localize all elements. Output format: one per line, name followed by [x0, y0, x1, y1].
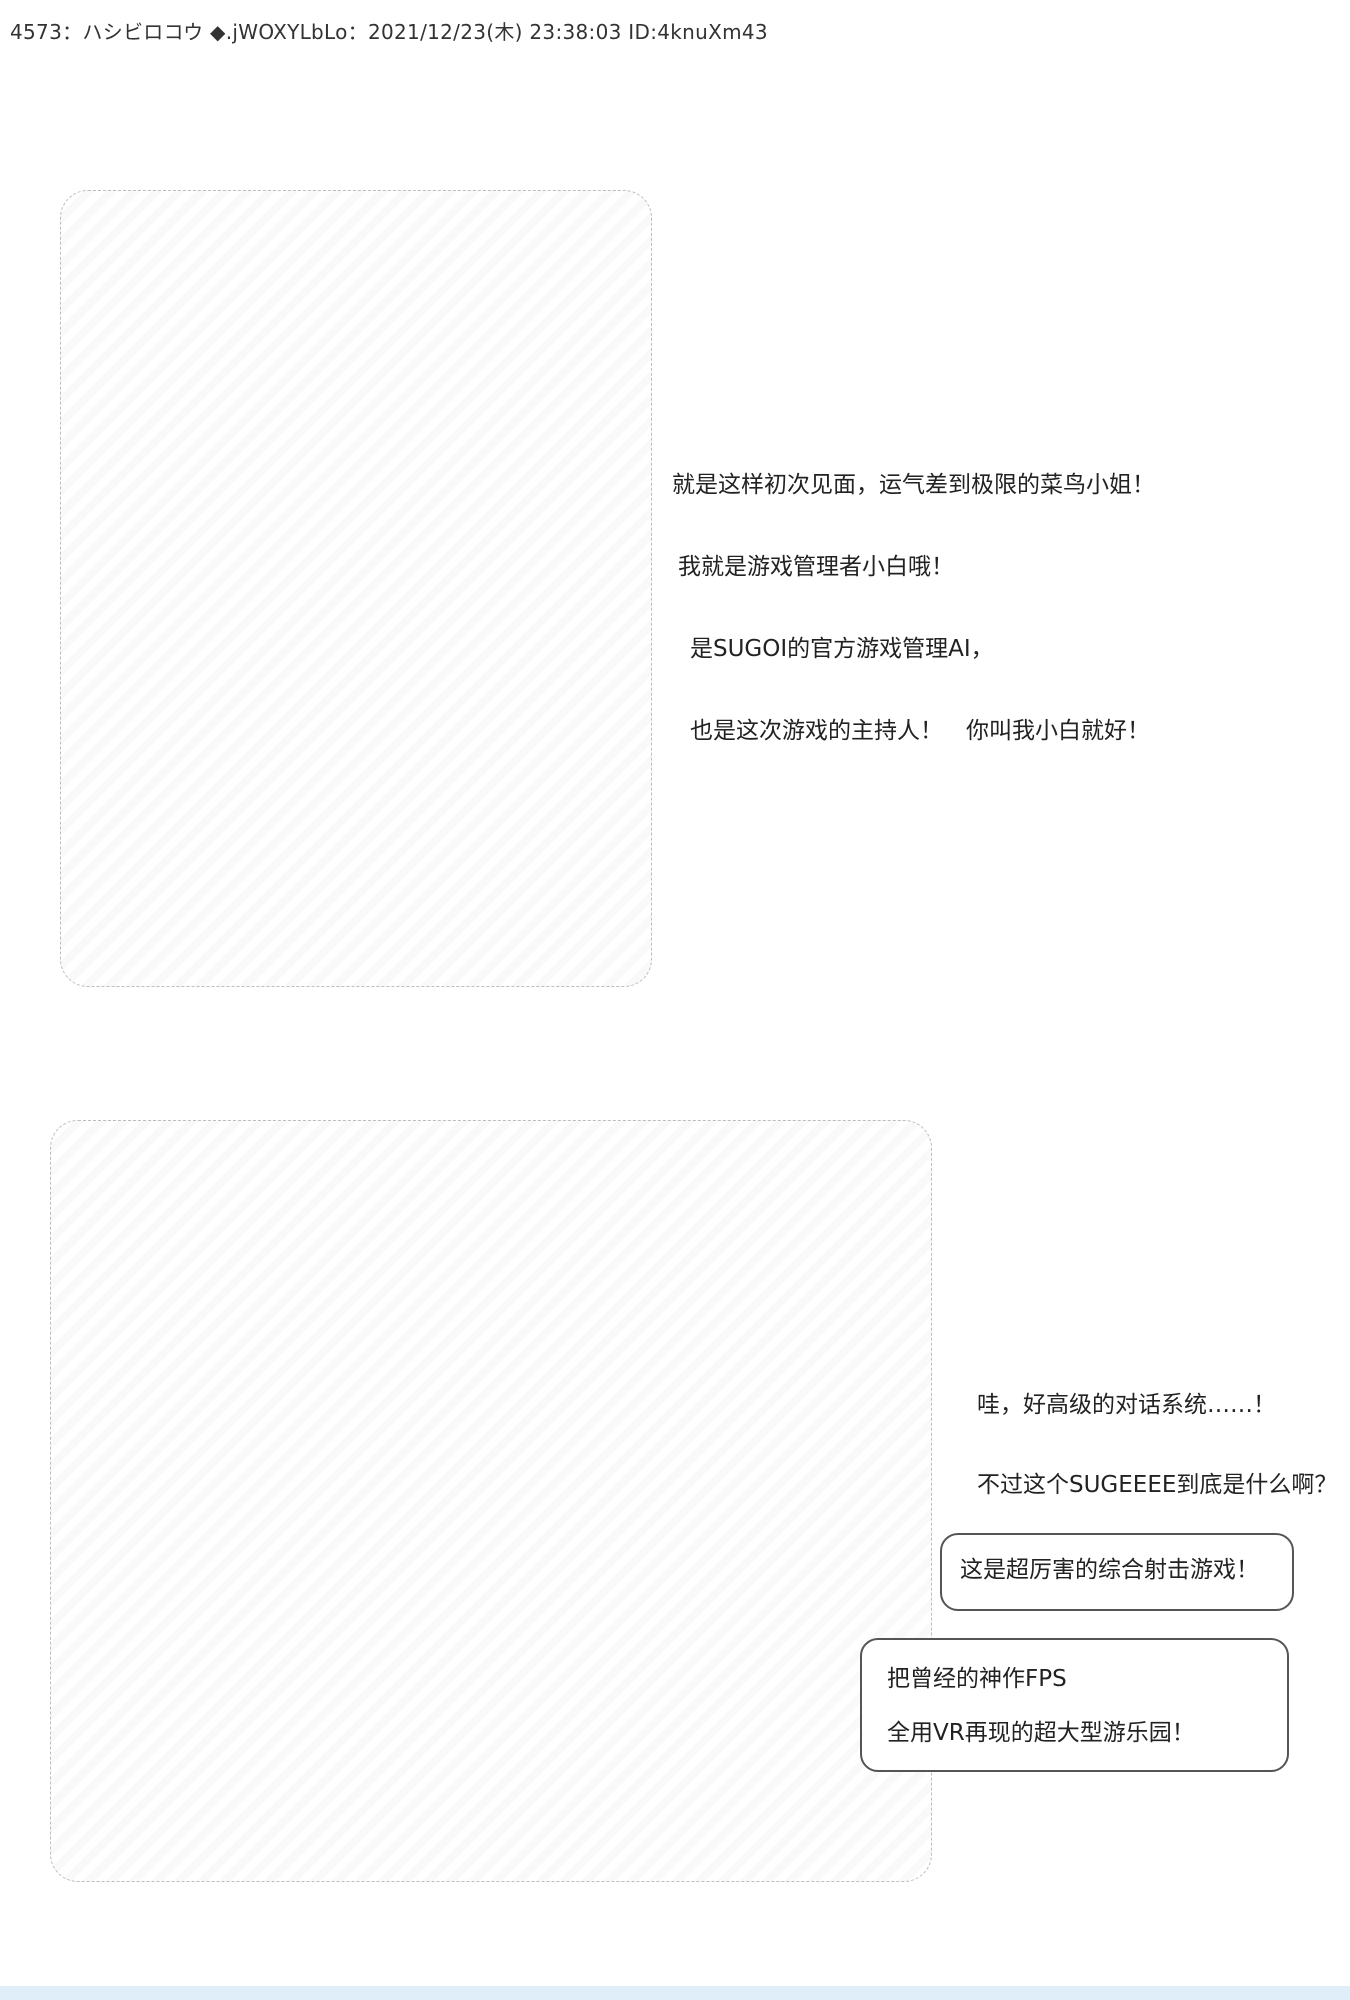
dialogue-line-4: 也是这次游戏的主持人！ 你叫我小白就好！: [690, 718, 1150, 744]
dialogue-line-5: 哇，好高级的对话系统……！: [977, 1392, 1276, 1418]
speech-bubble-2-line-1: 把曾经的神作FPS: [887, 1666, 1067, 1692]
speech-bubble-1-text: 这是超厉害的综合射击游戏！: [960, 1557, 1259, 1583]
dialogue-line-2: 我就是游戏管理者小白哦！: [678, 554, 954, 580]
dialogue-line-1: 就是这样初次见面，运气差到极限的菜鸟小姐！: [672, 472, 1155, 498]
speech-bubble-2-line-2: 全用VR再现的超大型游乐园！: [887, 1720, 1195, 1746]
ascii-art-game-stage: [50, 1120, 932, 1882]
dialogue-line-3: 是SUGOI的官方游戏管理AI，: [690, 636, 994, 662]
footer-strip: [0, 1986, 1350, 2000]
speech-bubble-2: 把曾经的神作FPS 全用VR再现的超大型游乐园！: [860, 1638, 1289, 1772]
ascii-art-guide-character: [60, 190, 652, 987]
post-header: 4573：ハシビロコウ ◆.jWOXYLbLo：2021/12/23(木) 23…: [10, 20, 768, 44]
speech-bubble-1: 这是超厉害的综合射击游戏！: [940, 1533, 1294, 1611]
dialogue-line-6: 不过这个SUGEEEE到底是什么啊？: [977, 1472, 1338, 1498]
